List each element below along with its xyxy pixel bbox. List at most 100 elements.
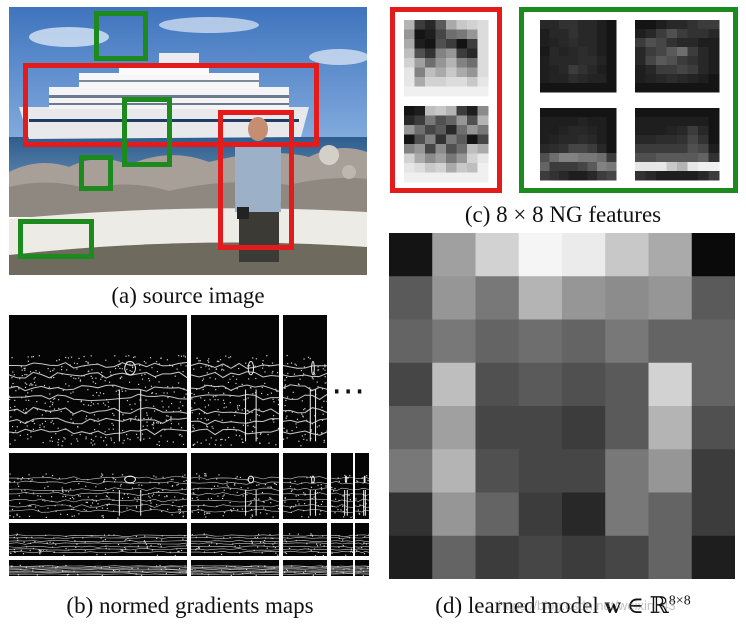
ng-green-a-cell — [559, 83, 569, 93]
ng-red-bottom-cell — [456, 144, 468, 154]
watermark: https://blog.csdn.net/weixin_43 — [498, 598, 676, 613]
ng-red-bottom-cell — [456, 134, 468, 145]
ng-green-d-cell — [708, 171, 720, 181]
ng-red-top-cell — [435, 29, 447, 40]
ng-green-c-cell — [606, 153, 617, 163]
ng-red-bottom-cell — [446, 144, 457, 154]
model-cell — [605, 362, 649, 407]
gradient-map-tile — [191, 560, 279, 576]
ng-green-a-cell — [606, 74, 617, 84]
gradient-map-tile — [355, 453, 369, 519]
ng-green-b-cell — [666, 74, 678, 84]
model-cell — [518, 449, 563, 493]
ng-green-b-cell — [708, 74, 720, 84]
ng-red-top-cell — [446, 86, 457, 97]
ng-green-a-cell — [540, 74, 550, 84]
ng-green-d-cell — [708, 144, 720, 154]
ng-green-c-cell — [578, 126, 588, 136]
model-cell — [691, 449, 735, 493]
ng-green-d-cell — [698, 162, 709, 172]
ng-red-top-cell — [446, 29, 457, 40]
model-cell — [475, 535, 520, 579]
ng-green-c-cell — [559, 117, 569, 127]
ng-green-b-cell — [645, 47, 657, 57]
caption-d-sup: 8×8 — [668, 593, 691, 609]
ng-green-b-cell — [708, 56, 720, 66]
ng-green-b-cell — [677, 47, 688, 57]
ng-green-c-cell — [549, 108, 560, 118]
ng-red-top-cell — [425, 86, 436, 97]
ng-green-b-cell — [687, 56, 699, 66]
ng-green-d-cell — [645, 162, 657, 172]
ng-green-a-cell — [568, 65, 579, 75]
ng-red-bottom-cell — [435, 125, 447, 135]
ng-green-d-cell — [635, 171, 646, 181]
model-cell — [475, 319, 520, 364]
ng-green-d-cell — [677, 144, 688, 154]
ng-red-top-cell — [456, 29, 468, 40]
positive-features-box — [390, 7, 502, 193]
ng-green-d-cell — [635, 126, 646, 136]
ng-green-c-cell — [540, 135, 550, 145]
ng-red-top-cell — [435, 58, 447, 68]
ng-green-b-cell — [666, 29, 678, 39]
ng-red-bottom-cell — [446, 134, 457, 145]
ng-red-top-cell — [477, 67, 489, 78]
ng-green-b-cell — [677, 20, 688, 30]
ng-green-d-cell — [708, 153, 720, 163]
ng-green-d-cell — [666, 135, 678, 145]
ng-green-b-cell — [708, 20, 720, 30]
ng-red-bottom-cell — [477, 144, 489, 154]
gradient-map-tile — [355, 560, 369, 576]
ng-green-b-cell — [656, 20, 667, 30]
ng-red-top-cell — [477, 39, 489, 49]
ng-red-bottom-cell — [456, 106, 468, 116]
ng-green-d-cell — [656, 117, 667, 127]
ng-green-d-cell — [645, 153, 657, 163]
ng-green-c-cell — [587, 126, 598, 136]
ng-red-bottom-cell — [435, 144, 447, 154]
gradient-map-tile — [283, 523, 327, 556]
ng-green-c-cell — [549, 117, 560, 127]
ng-red-top-cell — [425, 20, 436, 30]
ng-red-bottom-cell — [404, 125, 415, 135]
ng-green-c-cell — [578, 162, 588, 172]
ng-green-a-cell — [597, 29, 607, 39]
ng-green-b-cell — [635, 20, 646, 30]
ng-green-c-cell — [540, 162, 550, 172]
ng-green-c-cell — [549, 153, 560, 163]
caption-d-space: ℝ — [649, 593, 669, 619]
ng-red-top-cell — [446, 67, 457, 78]
ng-red-top-cell — [414, 20, 426, 30]
ng-green-a-cell — [597, 20, 607, 30]
ng-red-top-cell — [467, 29, 478, 40]
ng-green-a-cell — [606, 29, 617, 39]
ng-green-c-cell — [597, 135, 607, 145]
ng-green-d-cell — [645, 117, 657, 127]
model-cell — [389, 319, 433, 364]
model-cell — [432, 449, 476, 493]
ng-red-bottom-cell — [467, 153, 478, 164]
ng-green-a-cell — [540, 56, 550, 66]
model-cell — [475, 362, 520, 407]
ng-green-a-cell — [568, 38, 579, 48]
gradient-map-tile — [283, 453, 327, 519]
ng-green-a-cell — [549, 29, 560, 39]
ng-green-a-cell — [549, 83, 560, 93]
ng-red-top-cell — [414, 58, 426, 68]
ng-green-b-cell — [698, 65, 709, 75]
ng-green-d-cell — [698, 144, 709, 154]
ng-red-top-cell — [414, 29, 426, 40]
ng-green-d-cell — [687, 162, 699, 172]
ng-green-b-cell — [677, 65, 688, 75]
ng-green-b-cell — [645, 38, 657, 48]
ng-green-b-cell — [656, 29, 667, 39]
model-cell — [518, 492, 563, 537]
ng-red-top-cell — [435, 86, 447, 97]
ng-red-top-cell — [456, 39, 468, 49]
model-cell — [605, 276, 649, 320]
ng-green-c-cell — [559, 126, 569, 136]
model-cell — [605, 319, 649, 364]
ng-green-c-cell — [568, 126, 579, 136]
model-cell — [562, 449, 606, 493]
